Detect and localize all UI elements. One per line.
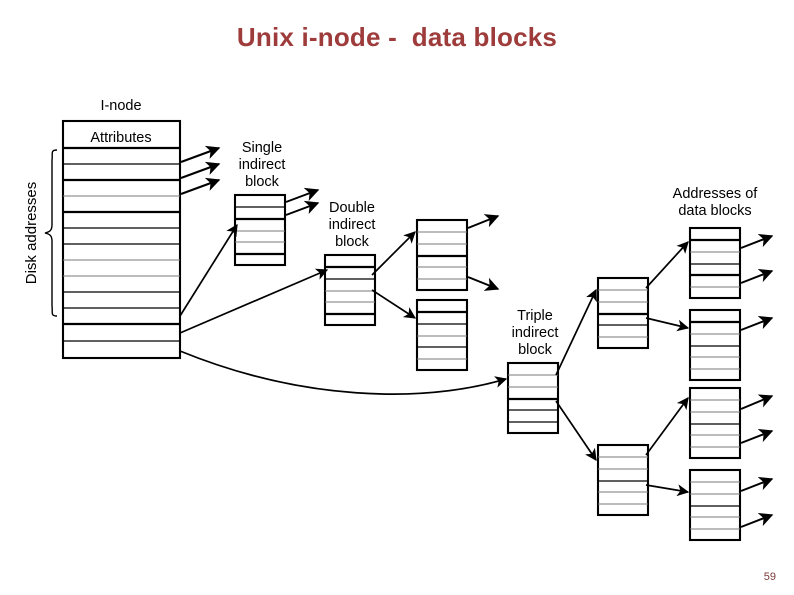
data-block-1-out-arrow-1 <box>740 234 774 249</box>
page-number: 59 <box>763 571 776 583</box>
double-child-1-data-arrow-2 <box>467 276 500 291</box>
page-title: Unix i-node - data blocks <box>236 22 558 52</box>
data-address-block-3 <box>688 386 742 460</box>
triple-child-1-to-data-block-1-connector <box>645 241 689 289</box>
double-child-block-1 <box>415 218 469 292</box>
double-indirect-label-line2: indirect <box>329 217 376 233</box>
direct-block-arrow-2 <box>180 161 221 179</box>
inode-to-double-indirect-connector <box>179 268 329 334</box>
direct-block-arrow-1 <box>180 145 221 163</box>
single-indirect-data-arrow-2 <box>285 200 320 216</box>
data-block-4-out-arrow-1 <box>740 477 774 492</box>
inode-outline <box>61 119 182 360</box>
double-indirect-block <box>323 253 377 327</box>
single-indirect-label-line2: indirect <box>239 157 286 173</box>
triple-indirect-to-child-1-connector <box>555 288 597 376</box>
triple-indirect-label-line1: Triple <box>517 308 553 324</box>
triple-child-2-to-data-block-3-connector <box>645 397 689 456</box>
triple-child-block-1 <box>596 276 650 350</box>
disk-addresses-brace <box>44 149 58 317</box>
triple-indirect-label-line2: indirect <box>512 325 559 341</box>
double-indirect-label-line1: Double <box>329 200 375 216</box>
triple-child-1-to-data-block-2-connector <box>645 317 690 332</box>
inode-label: I-node <box>100 98 141 114</box>
data-address-block-2 <box>688 308 742 382</box>
triple-indirect-block <box>506 361 560 435</box>
triple-indirect-to-child-2-connector <box>555 400 597 461</box>
data-block-3-out-arrow-1 <box>740 394 774 410</box>
inode-to-single-indirect-connector <box>179 223 238 317</box>
data-block-1-out-arrow-2 <box>740 269 774 284</box>
inode-block <box>61 119 182 360</box>
data-block-4-out-arrow-2 <box>740 513 774 528</box>
data-address-block-1 <box>688 226 742 300</box>
single-indirect-data-arrow-1 <box>285 187 320 203</box>
single-indirect-label-line3: block <box>245 174 280 190</box>
attributes-label: Attributes <box>90 130 151 146</box>
single-indirect-label-line1: Single <box>242 140 282 156</box>
double-indirect-label-line3: block <box>335 234 370 250</box>
triple-child-2-to-data-block-4-connector <box>645 484 690 497</box>
data-address-block-4 <box>688 468 742 542</box>
direct-block-arrow-3 <box>180 177 221 195</box>
single-indirect-block <box>233 193 287 267</box>
double-indirect-to-child-1-connector <box>371 231 416 276</box>
data-block-2-out-arrow-1 <box>740 316 774 331</box>
double-child-block-2 <box>415 298 469 372</box>
double-child-1-data-arrow-1 <box>467 214 500 229</box>
triple-child-block-2 <box>596 443 650 517</box>
triple-indirect-label-line3: block <box>518 342 553 358</box>
addresses-of-data-blocks-label-line1: Addresses of <box>673 186 759 202</box>
double-indirect-to-child-2-connector <box>371 289 416 319</box>
addresses-of-data-blocks-label-line2: data blocks <box>678 203 751 219</box>
inode-to-triple-indirect-connector <box>179 350 508 395</box>
data-block-3-out-arrow-2 <box>740 429 774 444</box>
disk-addresses-label: Disk addresses <box>23 182 40 285</box>
